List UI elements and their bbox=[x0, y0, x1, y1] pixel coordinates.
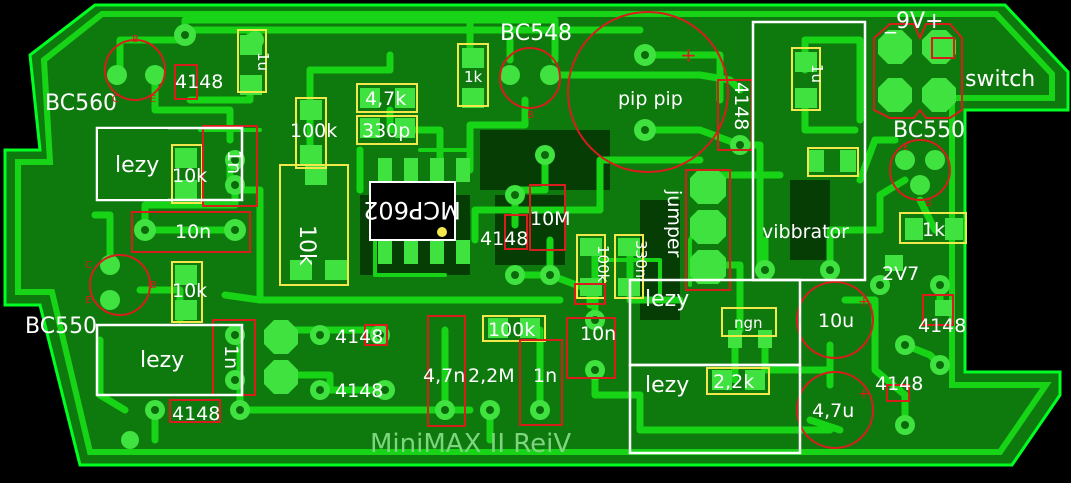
pin-letter-b-3: B bbox=[925, 198, 932, 209]
pin-letter-e-2: E bbox=[903, 142, 909, 153]
label-jumper: jumper bbox=[663, 189, 685, 258]
pad-transistors bbox=[100, 65, 945, 310]
power-header-outline bbox=[873, 23, 963, 119]
board-title: MiniMAX II ReiV bbox=[370, 429, 571, 459]
label-c-1n-a: 1n bbox=[223, 150, 245, 174]
label-d-4148-g: 4148 bbox=[918, 315, 966, 337]
label-vibbrator: vibbrator bbox=[762, 221, 849, 243]
label-lezy-1: lezy bbox=[115, 153, 159, 178]
plus-mark-47u: + bbox=[858, 386, 870, 402]
label-c-10n-a: 10n bbox=[175, 221, 211, 243]
label-r-10m: 10M bbox=[530, 208, 571, 230]
elcap-10u-outline bbox=[796, 281, 874, 359]
ic-body bbox=[369, 181, 456, 241]
label-c-47n: 4,7n bbox=[423, 365, 465, 387]
board-edge-inner bbox=[15, 11, 1055, 455]
elcap-big-outline bbox=[567, 11, 729, 173]
label-r-100k-bot: 100k bbox=[488, 319, 535, 341]
pin-letter-b-1: B bbox=[132, 34, 139, 45]
ic-pin1-dot bbox=[437, 227, 447, 237]
pin-letter-b-4: B bbox=[150, 280, 157, 291]
label-d-4148-c: 4148 bbox=[730, 82, 752, 130]
plus-mark-big: + bbox=[680, 43, 697, 67]
lezy-1-fill bbox=[98, 129, 168, 199]
label-lezy-2: lezy bbox=[140, 348, 184, 373]
ic-pins bbox=[378, 158, 470, 264]
plus-mark-10u: + bbox=[858, 294, 870, 310]
label-r-22m: 2,2M bbox=[468, 365, 515, 387]
label-bc560: BC560 bbox=[45, 91, 117, 116]
label-z-2v7: 2V7 bbox=[882, 263, 919, 285]
label-r-1k-top: 1k bbox=[464, 68, 483, 86]
label-c-47u: 4,7u bbox=[812, 400, 854, 422]
label-r-10k-a: 10k bbox=[172, 165, 207, 187]
label-c-330p: 330p bbox=[362, 120, 410, 142]
pin-letter-e-3: E bbox=[85, 295, 91, 306]
pad-octagon bbox=[264, 30, 956, 394]
bc550-top-outline bbox=[889, 139, 951, 201]
bc550-left-outline bbox=[89, 254, 151, 316]
label-switch: switch bbox=[965, 67, 1035, 92]
label-power: _9V+ bbox=[884, 9, 943, 34]
label-r-22k: 2,2k bbox=[713, 371, 754, 393]
bc548-outline bbox=[499, 47, 561, 109]
label-r-10k-b: 10k bbox=[172, 280, 207, 302]
label-ngn: ngn bbox=[734, 314, 763, 332]
label-c-1u-a: 1u bbox=[254, 52, 272, 71]
pad-round bbox=[121, 24, 950, 449]
labels: BC560 BC548 BC550 BC550 _9V+ switch pip … bbox=[25, 9, 1035, 459]
pin-letter-c-3: C bbox=[85, 260, 92, 271]
label-bc550-left: BC550 bbox=[25, 314, 97, 339]
ic-mcp602-label: MCP602 bbox=[363, 196, 461, 224]
label-r-10k-pot: 10k bbox=[294, 225, 319, 266]
label-c-1u-b: 1u bbox=[808, 64, 826, 83]
label-r-100k-mid: 100k bbox=[594, 245, 612, 283]
pads bbox=[100, 24, 963, 449]
label-d-4148-a: 4148 bbox=[175, 71, 223, 93]
pin-letters: B E C B E B C E B bbox=[85, 34, 932, 306]
label-c-330n: 330n bbox=[632, 240, 650, 278]
label-c-1n-b: 1n bbox=[220, 345, 242, 369]
label-c-10n-b: 10n bbox=[580, 323, 616, 345]
label-r-100k-top: 100k bbox=[290, 120, 337, 142]
label-c-10u: 10u bbox=[818, 310, 854, 332]
label-lezy-3: lezy bbox=[645, 287, 689, 312]
label-d-4148-f: 4148 bbox=[172, 403, 220, 425]
pin-letter-e-1: E bbox=[150, 94, 156, 105]
elcap-47u-outline bbox=[796, 371, 874, 449]
label-r-1k-right: 1k bbox=[922, 219, 945, 241]
label-d-4148-e: 4148 bbox=[335, 380, 383, 402]
bc560-outline bbox=[104, 39, 166, 101]
ic-mcp602: MCP602 bbox=[363, 158, 470, 264]
label-d-4148-b: 4148 bbox=[480, 228, 528, 250]
label-c-1n-c: 1n bbox=[533, 365, 557, 387]
pin-letter-b-2: B bbox=[527, 110, 534, 121]
label-bc548: BC548 bbox=[500, 21, 572, 46]
white-frames bbox=[95, 20, 867, 455]
label-bc550-top: BC550 bbox=[893, 118, 965, 143]
pad-smd bbox=[175, 35, 963, 390]
label-d-4148-d: 4148 bbox=[335, 326, 383, 348]
label-lezy-4: lezy bbox=[645, 373, 689, 398]
pin-letter-c-1: C bbox=[112, 94, 119, 105]
label-d-4148-h: 4148 bbox=[875, 373, 923, 395]
label-r-4k7: 4,7k bbox=[365, 88, 406, 110]
label-pip-pip: pip pip bbox=[618, 88, 683, 110]
